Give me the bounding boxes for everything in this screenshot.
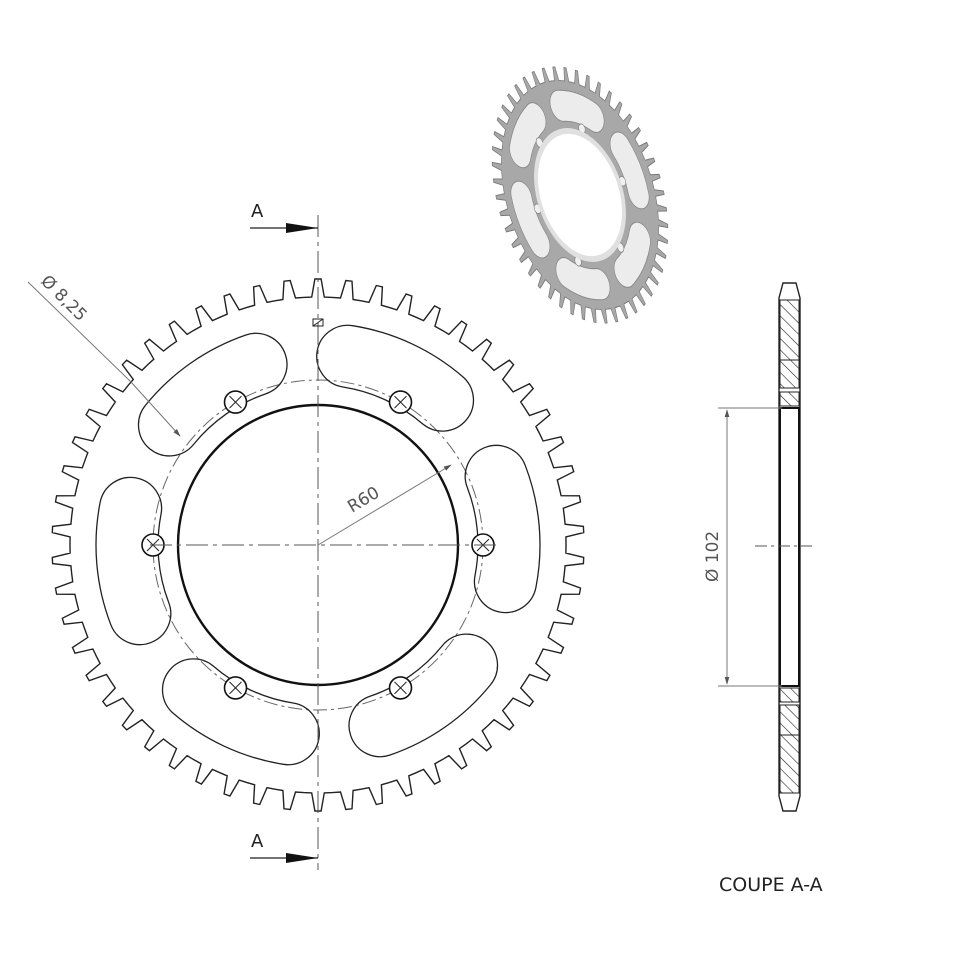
preview-slot: [609, 131, 650, 210]
section-view: Ø 102 COUPE A-A: [700, 282, 823, 896]
hole-diameter-dimension: Ø 8,25: [27, 271, 181, 437]
lightening-slots: [95, 324, 541, 766]
section-arrow-bottom: A: [250, 831, 318, 863]
section-marker-bottom-label: A: [251, 831, 264, 852]
lightening-slot: [316, 324, 475, 432]
preview-sprocket-body: [491, 66, 669, 324]
bolt-hole: [223, 390, 248, 414]
section-diameter-dimension: Ø 102: [700, 407, 782, 687]
front-view: A A Ø 8,25 R60: [27, 201, 585, 870]
section-hatch-top: [779, 299, 800, 389]
bolt-hole: [388, 390, 413, 414]
preview-slot: [555, 257, 611, 301]
preview-slot: [613, 221, 651, 288]
radius-label: R60: [344, 483, 383, 517]
section-diameter-label: Ø 102: [703, 531, 723, 582]
section-hatch-bottom: [779, 704, 800, 794]
radius-dimension: R60: [317, 464, 452, 546]
lightening-slot: [464, 444, 541, 614]
section-arrow-top: A: [250, 201, 318, 233]
sprocket-tooth-outline: [51, 278, 585, 812]
bolt-hole: [388, 676, 413, 700]
preview-slot: [509, 102, 547, 169]
preview-slot: [510, 180, 551, 259]
preview-holes: [533, 123, 627, 267]
bolt-hole: [223, 676, 248, 700]
section-caption: COUPE A-A: [719, 874, 823, 896]
section-marker-top-label: A: [251, 201, 264, 222]
lightening-slot: [137, 332, 288, 457]
preview-slots: [509, 89, 651, 301]
isometric-preview: [491, 66, 669, 324]
lightening-slot: [95, 476, 172, 646]
lightening-slot: [348, 633, 499, 758]
preview-bore-rim: [534, 128, 626, 262]
preview-slot: [549, 89, 605, 133]
bolt-holes: [141, 390, 495, 700]
lightening-slot: [161, 658, 320, 766]
top-reference-marker: [312, 318, 324, 327]
section-bore: [779, 407, 800, 687]
